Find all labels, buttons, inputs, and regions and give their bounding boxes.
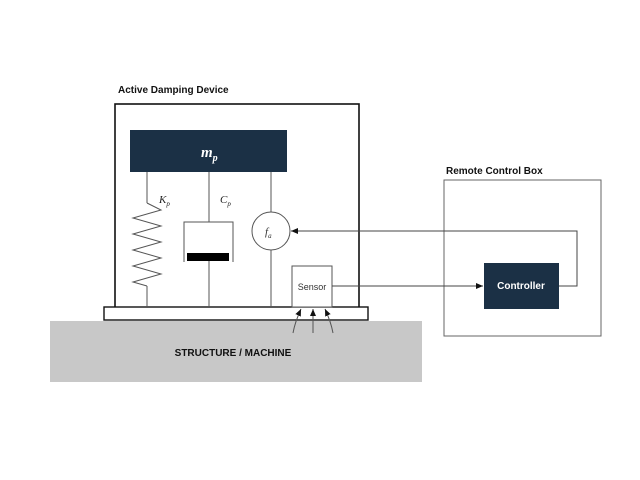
sensor-label: Sensor <box>298 282 327 292</box>
device-title: Active Damping Device <box>118 85 229 96</box>
mass-label: mp <box>201 145 218 164</box>
vibration-arrows <box>292 308 334 334</box>
damper-label: Cp <box>220 194 231 208</box>
damper-element <box>183 172 234 307</box>
sensor-box <box>291 265 333 308</box>
controller-block <box>484 263 559 309</box>
remote-control-box <box>443 179 602 337</box>
spring-element <box>131 172 163 307</box>
actuator-element <box>251 172 291 307</box>
remote-box-title: Remote Control Box <box>446 166 543 177</box>
structure-block <box>50 321 422 382</box>
structure-label: STRUCTURE / MACHINE <box>175 348 292 359</box>
base-plate <box>103 306 369 321</box>
spring-label: Kp <box>158 194 170 208</box>
mass-block <box>130 130 287 172</box>
controller-to-actuator-line <box>291 228 578 287</box>
controller-label: Controller <box>497 281 545 292</box>
actuator-label: fa <box>265 226 272 240</box>
